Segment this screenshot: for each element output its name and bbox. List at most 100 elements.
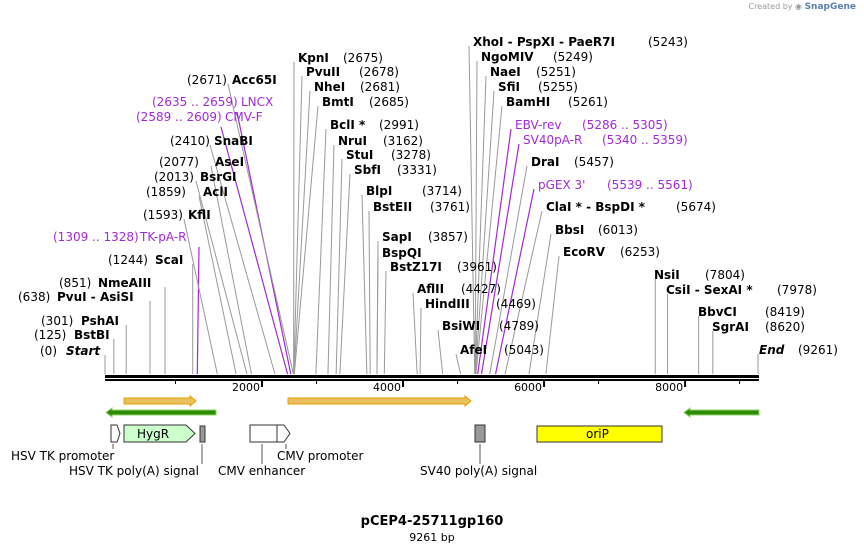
site-position-nhei: (2681) [360, 80, 400, 94]
site-label-asei: AseI [215, 155, 244, 169]
site-label-bbvci: BbvCI [698, 305, 737, 319]
backbone-bottom [105, 379, 759, 381]
site-line-sbfi [339, 173, 351, 375]
site-position-acc65i: (2671) [187, 73, 227, 87]
site-label-start: Start [66, 344, 101, 358]
site-position-clai-bspdi: (5674) [676, 200, 716, 214]
site-position-hindiii: (4469) [496, 297, 536, 311]
site-label-bcli: BclI * [330, 118, 366, 132]
feature-sv40-polya-label: SV40 poly(A) signal [420, 464, 537, 478]
site-label-acli: AclI [203, 185, 228, 199]
site-label-pvui-asisi: PvuI - AsiSI [57, 290, 134, 304]
site-position-bstz17i: (3961) [457, 260, 497, 274]
site-position-lncx: (2635 .. 2659) [152, 95, 238, 109]
site-line-aflii [412, 292, 418, 375]
site-line-afei [455, 353, 462, 375]
site-line-snabi [209, 144, 276, 375]
ruler-label-4000: 4000 [373, 381, 401, 394]
site-position-kfli: (1593) [143, 208, 183, 222]
site-position-ngomiv: (5249) [553, 50, 593, 64]
site-position-ebv-rev: (5286 .. 5305) [582, 118, 668, 132]
site-line-bbsi [528, 233, 552, 375]
site-position-nmeaiii: (851) [59, 276, 91, 290]
site-label-bstz17i: BstZ17I [390, 260, 442, 274]
site-label-bmti: BmtI [322, 95, 354, 109]
site-line-bamhi [475, 105, 503, 375]
site-line-xhoi-pspxi-paer7i [468, 45, 476, 375]
site-position-end: (9261) [798, 343, 838, 357]
watermark-brand: SnapGene [804, 2, 856, 12]
site-label-aflii: AflII [417, 282, 444, 296]
site-position-bbsi: (6013) [598, 223, 638, 237]
backbone-top [105, 375, 759, 378]
site-label-csii-sexai: CsiI - SexAI * [666, 283, 753, 297]
site-label-scai: ScaI [155, 253, 183, 267]
site-line-bstz17i [383, 270, 387, 375]
site-line-nhei [293, 90, 311, 375]
ruler-label-8000: 8000 [655, 381, 683, 394]
plasmid-length: 9261 bp [409, 531, 455, 544]
site-label-tk-pa-r: TK-pA-R [139, 230, 187, 244]
site-position-nrui: (3162) [383, 134, 423, 148]
site-label-bamhi: BamHI [506, 95, 550, 109]
site-line-bcli [315, 128, 327, 375]
site-position-pvui-asisi: (638) [18, 290, 50, 304]
site-label-pshai: PshAI [81, 314, 119, 328]
site-label-drai: DraI [531, 155, 559, 169]
site-label-end: End [759, 343, 785, 357]
site-lines [104, 45, 759, 375]
site-line-acli [198, 195, 237, 375]
site-position-start: (0) [40, 344, 57, 358]
site-label-cmv-f: CMV-F [225, 110, 263, 124]
site-position-pvuii: (2678) [359, 65, 399, 79]
site-labels: Start(0)BstBI(125)PshAI(301)PvuI - AsiSI… [18, 35, 838, 358]
site-label-xhoi-pspxi-paer7i: XhoI - PspXI - PaeR7I [473, 35, 615, 49]
feature-hsv-tk-promoter [110, 424, 121, 443]
site-label-nrui: NruI [338, 134, 367, 148]
site-label-ecorv: EcoRV [563, 245, 606, 259]
feature-orip-label: oriP [586, 427, 609, 441]
feature-orip [536, 425, 663, 443]
site-label-sv40pa-r: SV40pA-R [523, 133, 582, 147]
site-label-ngomiv: NgoMIV [481, 50, 534, 64]
site-position-kpni: (2675) [343, 51, 383, 65]
site-position-bamhi: (5261) [568, 95, 608, 109]
site-line-hindiii [419, 307, 422, 375]
site-label-sbfi: SbfI [354, 163, 381, 177]
site-label-blpi: BlpI [366, 184, 392, 198]
site-position-afei: (5043) [504, 343, 544, 357]
orf-arrow-2 [287, 394, 472, 408]
feature-hygr [123, 424, 196, 443]
site-line-nrui [327, 144, 335, 375]
site-line-bsrgi [195, 180, 248, 375]
orf-arrows [105, 394, 760, 418]
site-label-nsii: NsiI [654, 268, 680, 282]
site-position-bsteii: (3761) [430, 200, 470, 214]
site-position-naei: (5251) [536, 65, 576, 79]
site-position-bcli: (2991) [379, 118, 419, 132]
plasmid-name: pCEP4-25711gp160 [360, 514, 504, 529]
ruler-label-6000: 6000 [514, 381, 542, 394]
site-label-hindiii: HindIII [425, 297, 470, 311]
site-label-afei: AfeI [460, 343, 487, 357]
site-line-blpi [361, 194, 368, 375]
site-line-naei [474, 75, 487, 375]
site-label-pvuii: PvuII [306, 65, 340, 79]
green-arrow-2 [683, 407, 760, 418]
site-position-bmti: (2685) [369, 95, 409, 109]
site-line-ngomiv [474, 60, 478, 375]
site-line-sfii [475, 90, 495, 375]
site-label-sgrai: SgrAI [712, 320, 749, 334]
site-line-tk-pa-r [196, 246, 200, 375]
site-position-blpi: (3714) [422, 184, 462, 198]
site-position-scai: (1244) [108, 253, 148, 267]
feature-hygr-label: HygR [137, 427, 169, 441]
features: HygR oriP HSV TK promoter HSV TK poly(A)… [11, 424, 663, 478]
site-position-bstbi: (125) [34, 328, 66, 342]
site-line-stui [335, 158, 343, 375]
snapgene-watermark: Created by ◉ SnapGene [748, 2, 856, 12]
site-line-sv40pa-r [480, 143, 520, 375]
site-line-bsiwi [437, 329, 444, 375]
